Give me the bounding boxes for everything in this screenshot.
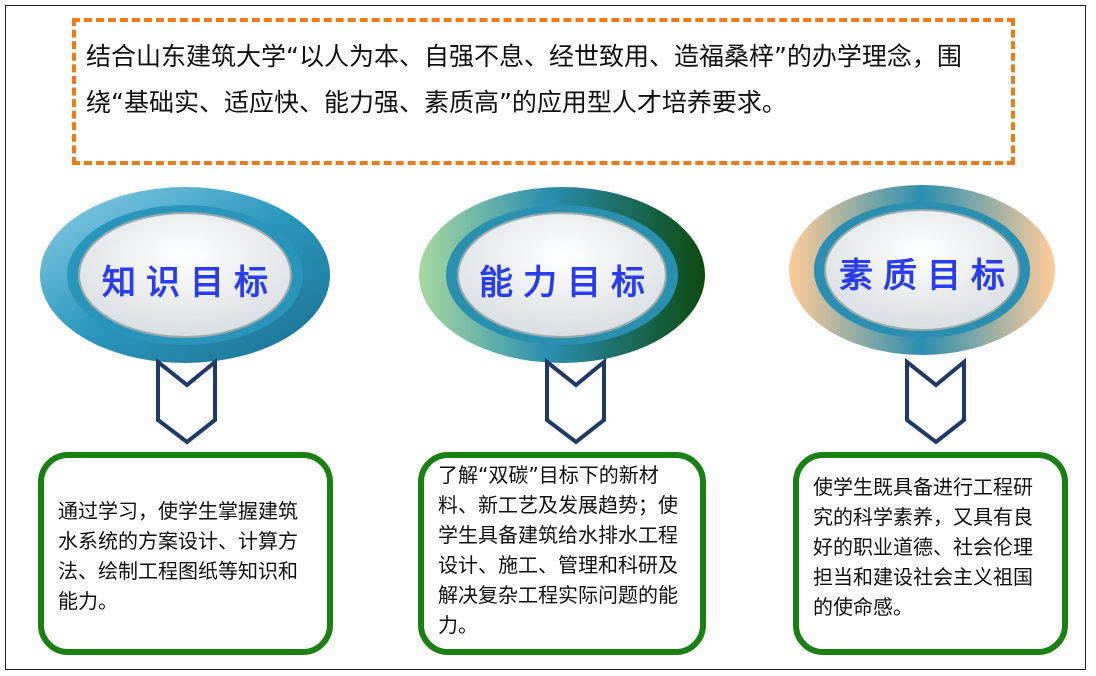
outer-frame [5,5,1086,670]
goal-title-ability: 能力目标 [479,263,655,303]
down-chevron-icon [545,357,606,445]
down-chevron-icon [156,357,217,445]
intro-text: 结合山东建筑大学“以人为本、自强不息、经世致用、造福桑梓”的办学理念，围绕“基础… [72,18,1015,165]
goal-desc-knowledge: 通过学习，使学生掌握建筑水系统的方案设计、计算方法、绘制工程图纸等知识和能力。 [38,452,333,655]
goal-desc-ability: 了解“双碳”目标下的新材料、新工艺及发展趋势；使学生具备建筑给水排水工程设计、施… [418,452,706,655]
down-chevron-icon [905,357,966,445]
goal-desc-quality: 使学生既具备进行工程研究的科学素养，又具有良好的职业道德、社会伦理担当和建设社会… [793,452,1068,655]
goal-ellipse-knowledge [40,187,330,363]
goal-title-quality: 素质目标 [839,256,1015,296]
goal-ellipse-quality [789,185,1055,355]
goal-title-knowledge: 知识目标 [102,263,278,303]
goal-ellipse-ability [419,187,705,363]
